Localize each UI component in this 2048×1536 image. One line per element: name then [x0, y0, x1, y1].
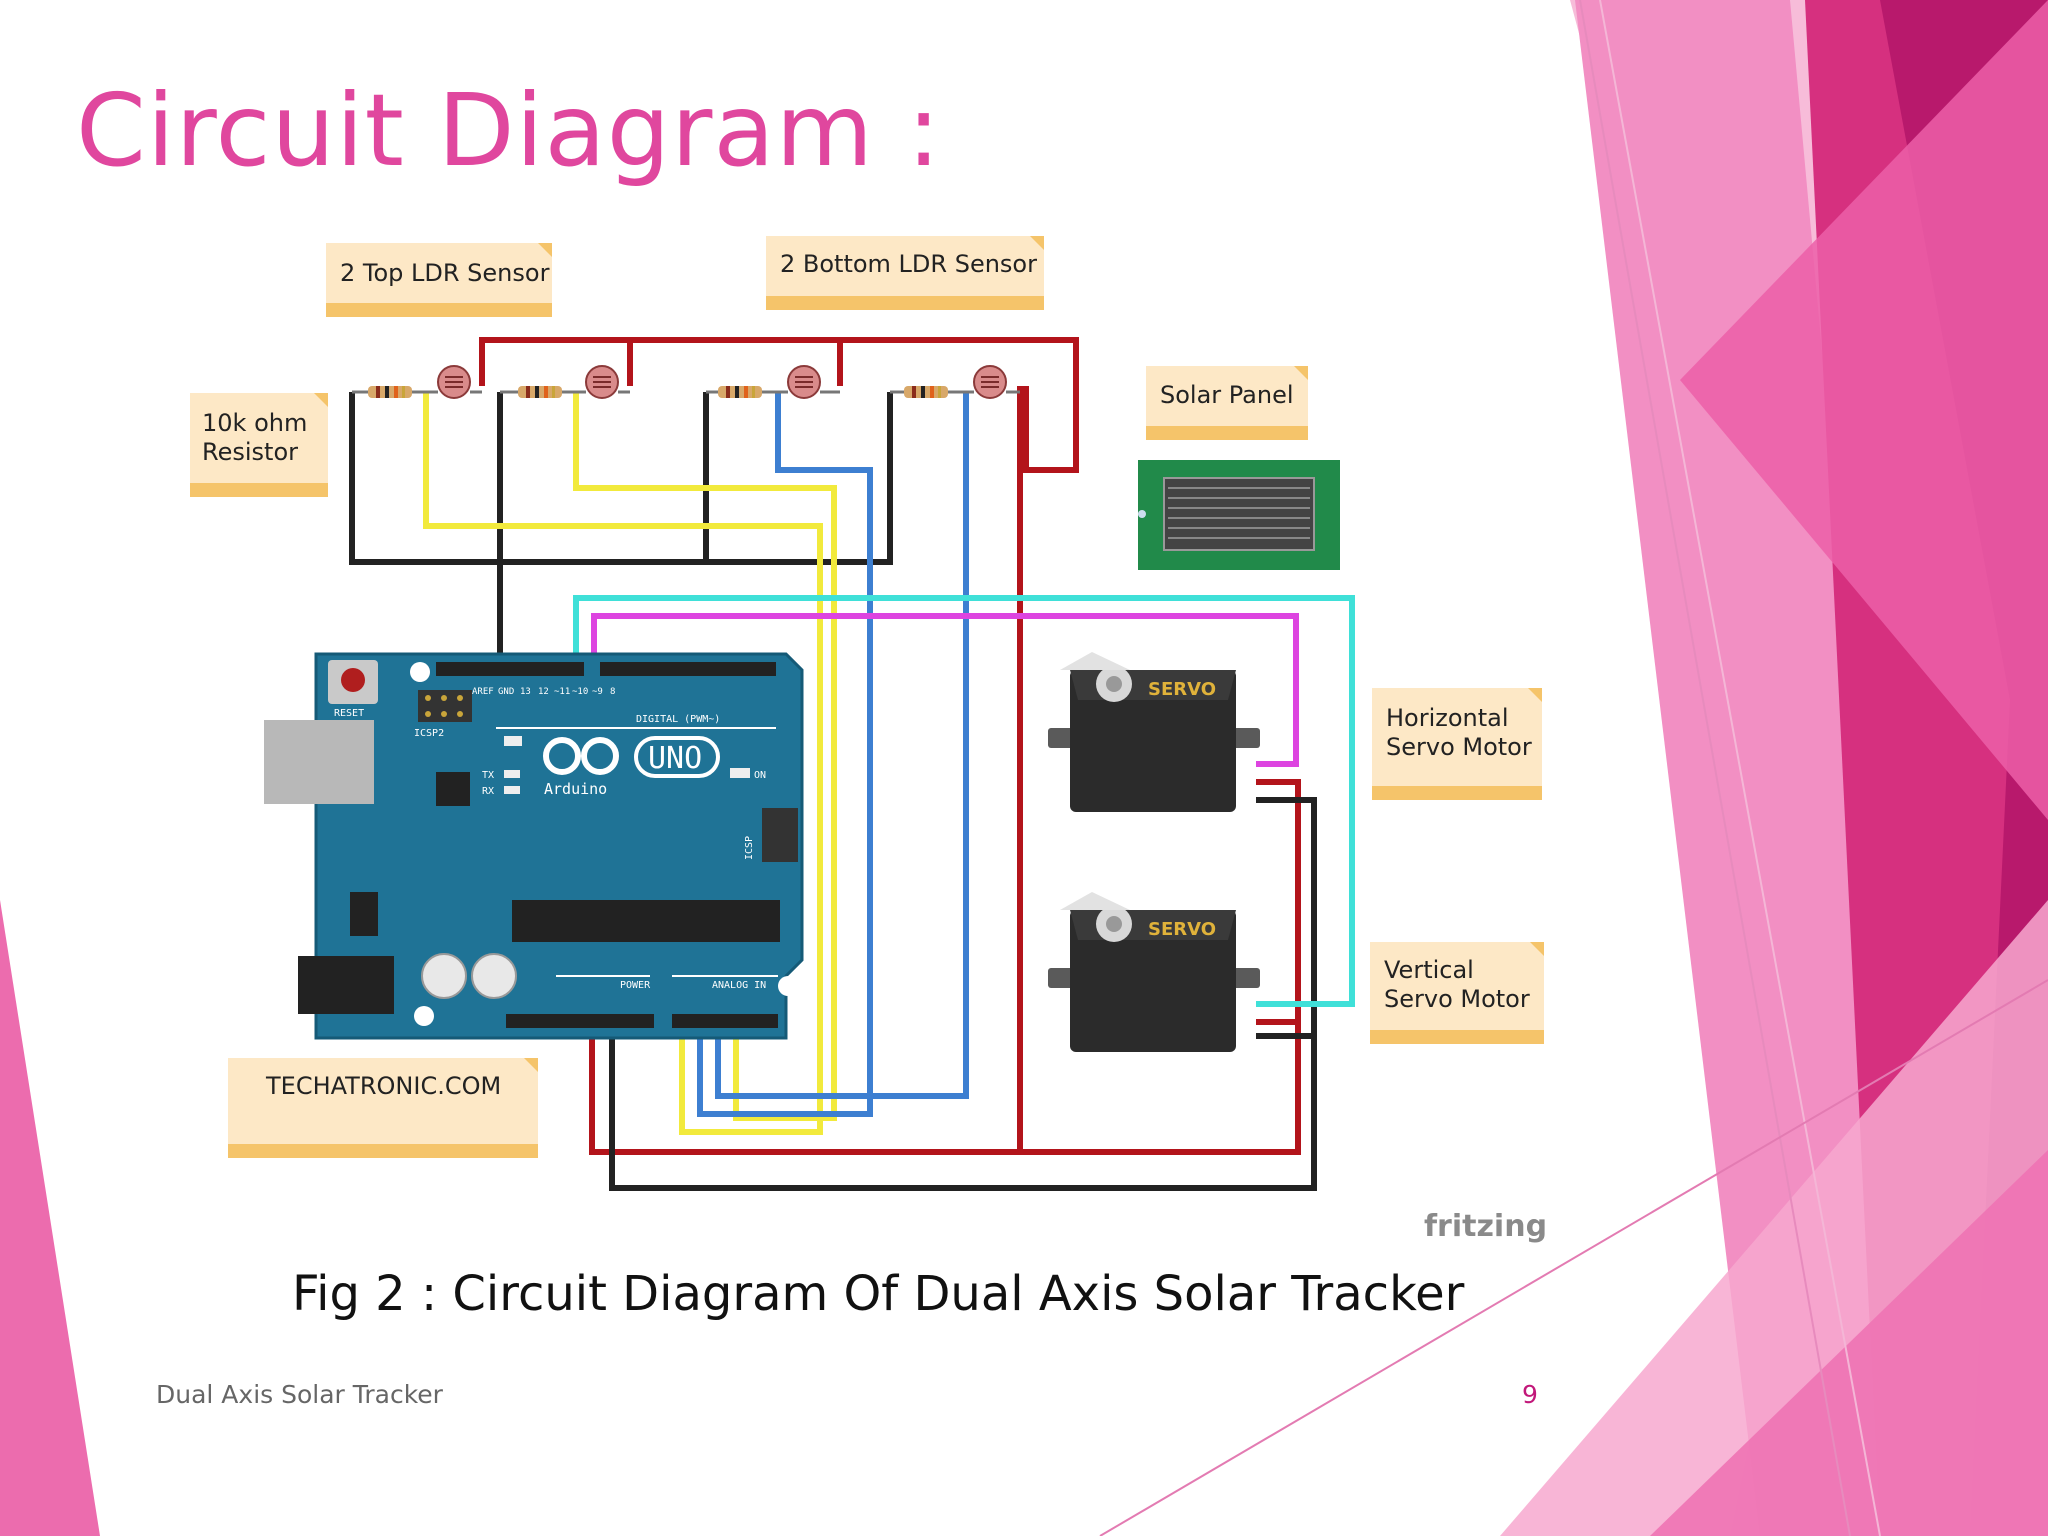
slide-title: Circuit Diagram : — [76, 72, 942, 189]
label-bottom-ldr: 2 Bottom LDR Sensor — [766, 236, 1044, 310]
board-pin-11: ~11 — [554, 687, 570, 697]
servo-horizontal-label: SERVO — [1148, 679, 1216, 700]
label-vertical-servo-line2: Servo Motor — [1384, 985, 1530, 1013]
board-reset-label: RESET — [334, 708, 364, 719]
board-pin-10: ~10 — [572, 687, 588, 697]
label-solar-panel-text: Solar Panel — [1160, 381, 1294, 409]
board-pin-9: ~9 — [592, 687, 603, 697]
arduino-logo — [543, 737, 619, 775]
footer-text: Dual Axis Solar Tracker — [156, 1380, 443, 1409]
board-on-label: ON — [754, 770, 766, 781]
solar-panel — [1138, 460, 1340, 570]
wires-servo-signal — [573, 595, 1355, 1007]
wires-black — [349, 392, 1317, 1191]
reset-button — [341, 668, 365, 692]
board-pin-gnd: GND — [498, 687, 514, 697]
page-number: 9 — [1522, 1380, 1538, 1409]
label-horizontal-servo-line2: Servo Motor — [1386, 733, 1532, 761]
label-resistor-line1: 10k ohm — [202, 409, 307, 437]
board-rx-label: RX — [482, 786, 494, 797]
board-analog-label: ANALOG IN — [712, 980, 766, 991]
label-vertical-servo: Vertical Servo Motor — [1370, 942, 1544, 1044]
board-uno-label: UNO — [648, 741, 702, 776]
servo-vertical-label: SERVO — [1148, 919, 1216, 940]
label-resistor-line2: Resistor — [202, 438, 298, 466]
figure-caption: Fig 2 : Circuit Diagram Of Dual Axis Sol… — [292, 1266, 1465, 1322]
label-bottom-ldr-text: 2 Bottom LDR Sensor — [780, 250, 1037, 278]
board-pin-aref: AREF — [472, 687, 494, 697]
label-resistor: 10k ohm Resistor — [190, 393, 328, 497]
wires-blue — [697, 392, 969, 1117]
board-pin-12: 12 — [538, 687, 549, 697]
servo-horizontal: SERVO — [1048, 652, 1260, 812]
label-solar-panel: Solar Panel — [1146, 366, 1308, 440]
label-techatronic: TECHATRONIC.COM — [228, 1058, 538, 1158]
board-power-label: POWER — [620, 980, 651, 991]
board-pin-13: 13 — [520, 687, 531, 697]
wires-red — [479, 337, 1301, 1155]
board-icsp-label: ICSP — [744, 836, 755, 860]
board-tx-label: TX — [482, 770, 494, 781]
label-techatronic-text: TECHATRONIC.COM — [265, 1072, 501, 1100]
board-digital-label: DIGITAL (PWM~) — [636, 714, 720, 725]
servo-vertical: SERVO — [1048, 892, 1260, 1052]
board-icsp2-label: ICSP2 — [414, 728, 444, 739]
arduino-uno-board: RESET ICSP2 AREF GND 13 12 ~11 ~10 ~9 8 … — [264, 652, 804, 1040]
label-top-ldr: 2 Top LDR Sensor — [326, 243, 552, 317]
fritzing-watermark: fritzing — [1424, 1209, 1547, 1244]
label-horizontal-servo-line1: Horizontal — [1386, 704, 1509, 732]
board-arduino-label: Arduino — [544, 780, 607, 798]
label-top-ldr-text: 2 Top LDR Sensor — [340, 259, 550, 287]
wires-yellow — [423, 392, 837, 1135]
label-horizontal-servo: Horizontal Servo Motor — [1372, 688, 1542, 800]
ldr-sensors — [352, 365, 1020, 399]
label-vertical-servo-line1: Vertical — [1384, 956, 1474, 984]
board-pin-8: 8 — [610, 687, 615, 697]
